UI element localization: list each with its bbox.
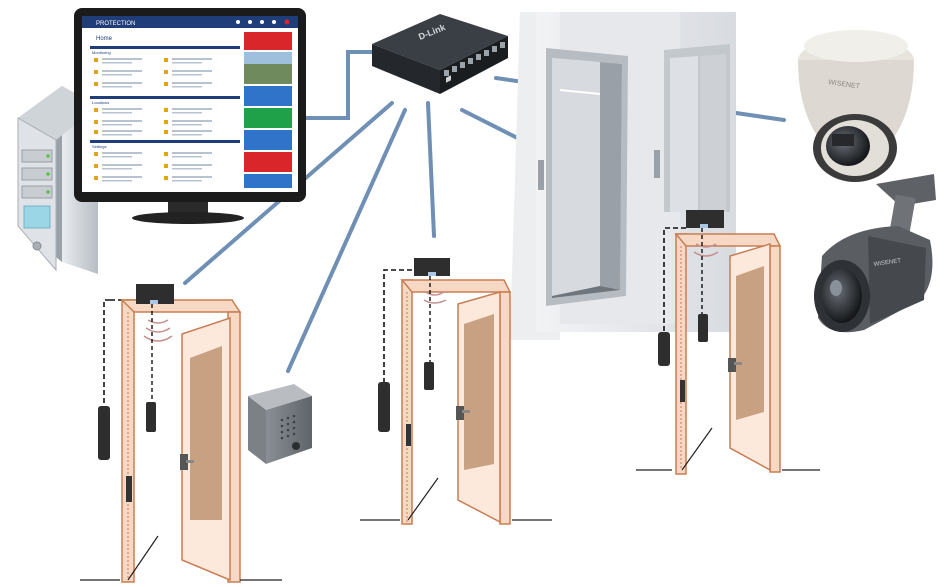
door-2-controller <box>414 258 450 276</box>
door-2 <box>360 258 552 525</box>
app-name: PROTECTION <box>96 21 135 27</box>
elevator-icon <box>510 12 736 340</box>
link-switch-reader2 <box>426 101 436 238</box>
door-1-controller <box>136 284 174 304</box>
switch-ports <box>444 42 505 76</box>
section-label-3: Settings <box>92 144 106 149</box>
door-2-exit-sensor <box>424 362 434 390</box>
door-3-card-reader <box>658 332 670 366</box>
door-3-exit-sensor <box>698 314 708 342</box>
intercom-call-button <box>292 442 300 450</box>
screen-header-bar <box>82 16 298 28</box>
monitor-icon: PROTECTION Home Monitoring Locations Set… <box>74 8 306 224</box>
screen-list-rows <box>94 58 212 182</box>
bullet-camera-brand: WISENET <box>873 258 901 268</box>
intercom-icon <box>248 384 312 464</box>
door-1-card-reader <box>98 406 110 460</box>
network-switch-icon: D-Link <box>372 14 508 94</box>
intercom-speaker-grille <box>280 414 296 440</box>
link-switch-intercom <box>286 108 407 373</box>
rfid-waves-icon <box>147 319 169 324</box>
dome-camera-brand: WISENET <box>828 79 861 90</box>
section-label-1: Monitoring <box>92 50 111 55</box>
screen-status-column <box>244 32 292 188</box>
door-3-controller <box>686 210 724 228</box>
door-2-card-reader <box>378 382 390 432</box>
door-1-exit-sensor <box>146 402 156 432</box>
section-label-2: Locations <box>92 100 109 105</box>
dome-camera-icon: WISENET <box>798 30 914 182</box>
door-3 <box>636 210 820 475</box>
door-1 <box>80 284 282 583</box>
link-monitor-switch <box>304 50 374 120</box>
screen-title: Home <box>96 36 113 42</box>
bullet-camera-icon: WISENET <box>814 174 936 333</box>
